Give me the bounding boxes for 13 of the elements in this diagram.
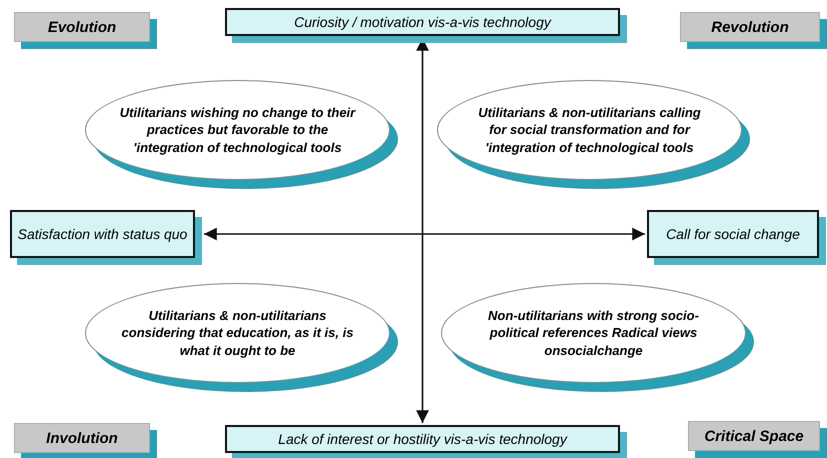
- node-label: Utilitarians & non-utilitarians calling for social transformation and for 'integration of technological tools: [477, 104, 702, 156]
- node-label: Curiosity / motivation vis-a-vis technology: [294, 14, 551, 30]
- node-label: Non-utilitarians with strong socio-political references Radical views onsocialchange: [487, 306, 700, 360]
- node-label: Involution: [46, 430, 118, 446]
- node-label: Utilitarians wishing no change to their practices but favorable to the 'integration of technological tools: [118, 104, 357, 156]
- node-label: Satisfaction with status quo: [18, 226, 188, 242]
- node-label: Utilitarians & non-utilitarians considering that education, as it is, is what it ought to be: [120, 306, 354, 360]
- node-label: Revolution: [711, 18, 789, 36]
- node-label: Evolution: [48, 18, 116, 36]
- node-label: Call for social change: [666, 226, 800, 242]
- node-label: Critical Space: [704, 428, 804, 444]
- double-arrow: [204, 228, 645, 240]
- node-label: Lack of interest or hostility vis-a-vis technology: [278, 431, 567, 447]
